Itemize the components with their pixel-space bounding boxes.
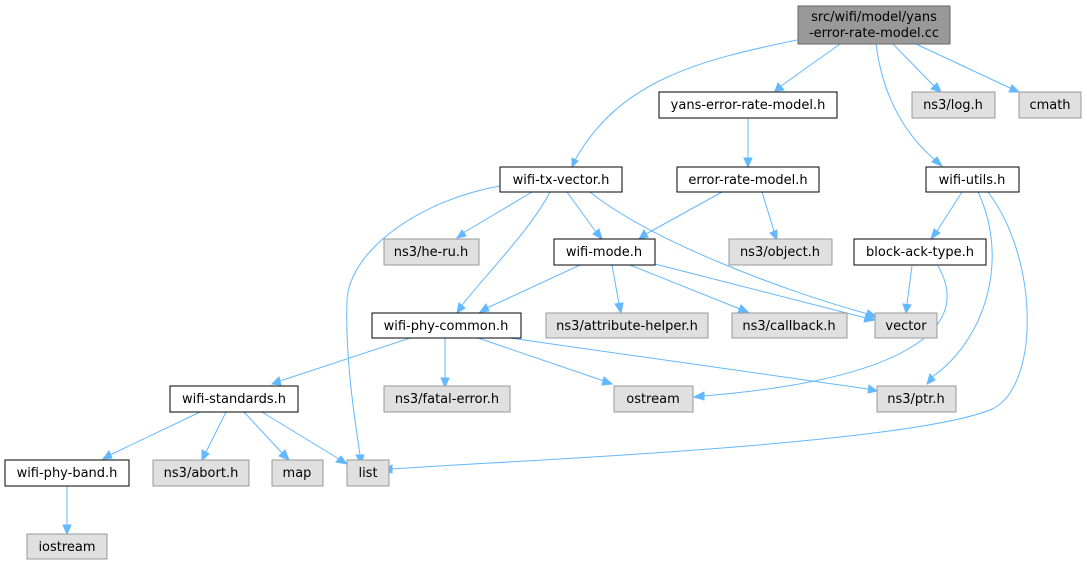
- edge-standards-to-list: [261, 411, 349, 465]
- edge-main-to-wifi-utils-h: [875, 43, 944, 167]
- edge-tx-vector-to-phy-common-h: [456, 191, 551, 315]
- edge-main-to-cmath: [915, 43, 1021, 93]
- node-label: ns3/object.h: [740, 245, 820, 260]
- node-label: ns3/fatal-error.h: [395, 392, 499, 407]
- node-yans-error-rate-model-h[interactable]: yans-error-rate-model.h: [658, 91, 838, 119]
- node-label: wifi-phy-band.h: [17, 466, 118, 481]
- edge-phy-common-to-standards: [270, 337, 411, 386]
- node-ns3-ptr-h[interactable]: ns3/ptr.h: [876, 385, 957, 413]
- edge-error-rate-model-to-wifi-mode: [638, 191, 723, 240]
- node-label: wifi-mode.h: [566, 245, 642, 260]
- node-map[interactable]: map: [271, 459, 324, 487]
- node-label: wifi-tx-vector.h: [513, 173, 610, 188]
- node-ns3-object-h[interactable]: ns3/object.h: [728, 238, 833, 266]
- edge-standards-to-abort: [201, 411, 227, 462]
- node-label: ns3/ptr.h: [887, 392, 945, 407]
- edge-wifi-mode-to-callback: [629, 264, 751, 314]
- node-label: wifi-standards.h: [182, 392, 286, 407]
- edge-standards-to-map: [243, 411, 290, 461]
- node-ns3-he-ru-h[interactable]: ns3/he-ru.h: [383, 238, 480, 266]
- node-label: ns3/callback.h: [742, 319, 835, 334]
- node-label: error-rate-model.h: [688, 173, 807, 188]
- node-iostream[interactable]: iostream: [26, 533, 108, 560]
- edge-wifi-mode-to-attribute-helper: [611, 264, 624, 315]
- node-label: ostream: [626, 392, 680, 407]
- edge-wifi-mode-to-phy-common: [478, 264, 581, 313]
- node-wifi-mode-h[interactable]: wifi-mode.h: [553, 238, 656, 266]
- node-label: block-ack-type.h: [866, 245, 974, 260]
- edge-main-to-yans-error-rate-model-h: [774, 43, 841, 92]
- node-label: list: [358, 466, 377, 481]
- node-label: ns3/attribute-helper.h: [556, 319, 698, 334]
- edge-main-to-ns3-log-h: [892, 43, 942, 93]
- edge-error-rate-model-to-ns3-object: [761, 191, 778, 242]
- edge-tx-vector-to-he-ru: [455, 191, 533, 239]
- node-label: yans-error-rate-model.h: [671, 98, 826, 113]
- edge-wifi-utils-to-block-ack-type: [930, 191, 963, 241]
- node-vector[interactable]: vector: [874, 312, 938, 339]
- edge-phy-common-to-fatal-error: [440, 338, 450, 389]
- node-label: wifi-utils.h: [939, 173, 1006, 188]
- edge-yans-to-error-rate-model-h: [743, 118, 753, 169]
- node-ostream[interactable]: ostream: [613, 385, 694, 413]
- edge-phy-common-to-ns3-ptr: [509, 337, 879, 394]
- node-error-rate-model-h[interactable]: error-rate-model.h: [676, 166, 820, 193]
- node-wifi-phy-common-h[interactable]: wifi-phy-common.h: [371, 312, 522, 339]
- node-main-source-file[interactable]: src/wifi/model/yans -error-rate-model.cc: [797, 5, 951, 45]
- edge-phy-band-to-iostream: [62, 486, 72, 536]
- node-label: iostream: [38, 540, 95, 555]
- node-ns3-attribute-helper-h[interactable]: ns3/attribute-helper.h: [545, 312, 709, 339]
- edge-standards-to-phy-band: [101, 411, 201, 460]
- node-label: wifi-phy-common.h: [384, 319, 509, 334]
- node-label: map: [283, 466, 312, 481]
- node-label: ns3/he-ru.h: [394, 245, 469, 260]
- node-wifi-standards-h[interactable]: wifi-standards.h: [169, 385, 299, 413]
- edge-phy-common-to-ostream: [477, 337, 614, 386]
- edge-main-to-wifi-tx-vector-h: [571, 39, 798, 169]
- node-label: cmath: [1029, 98, 1070, 113]
- edge-wifi-mode-to-vector: [654, 263, 877, 323]
- node-ns3-fatal-error-h[interactable]: ns3/fatal-error.h: [383, 385, 511, 413]
- node-block-ack-type-h[interactable]: block-ack-type.h: [853, 238, 987, 266]
- main-node-line1: src/wifi/model/yans: [811, 10, 937, 25]
- node-list[interactable]: list: [346, 459, 390, 487]
- node-wifi-tx-vector-h[interactable]: wifi-tx-vector.h: [499, 166, 623, 193]
- edge-wifi-utils-to-ns3-ptr: [926, 191, 993, 385]
- node-wifi-phy-band-h[interactable]: wifi-phy-band.h: [4, 459, 130, 487]
- node-label: ns3/abort.h: [164, 466, 239, 481]
- edge-block-ack-type-to-vector: [902, 265, 913, 315]
- node-label: ns3/log.h: [923, 98, 983, 113]
- node-ns3-log-h[interactable]: ns3/log.h: [911, 91, 996, 119]
- node-cmath[interactable]: cmath: [1018, 91, 1082, 119]
- node-wifi-utils-h[interactable]: wifi-utils.h: [925, 166, 1020, 193]
- main-node-line2: -error-rate-model.cc: [809, 26, 939, 41]
- edge-block-ack-type-to-ostream: [692, 265, 948, 401]
- node-label: vector: [885, 319, 927, 334]
- edge-tx-vector-to-wifi-mode-h: [566, 191, 603, 241]
- node-ns3-callback-h[interactable]: ns3/callback.h: [731, 312, 848, 339]
- node-ns3-abort-h[interactable]: ns3/abort.h: [152, 459, 250, 487]
